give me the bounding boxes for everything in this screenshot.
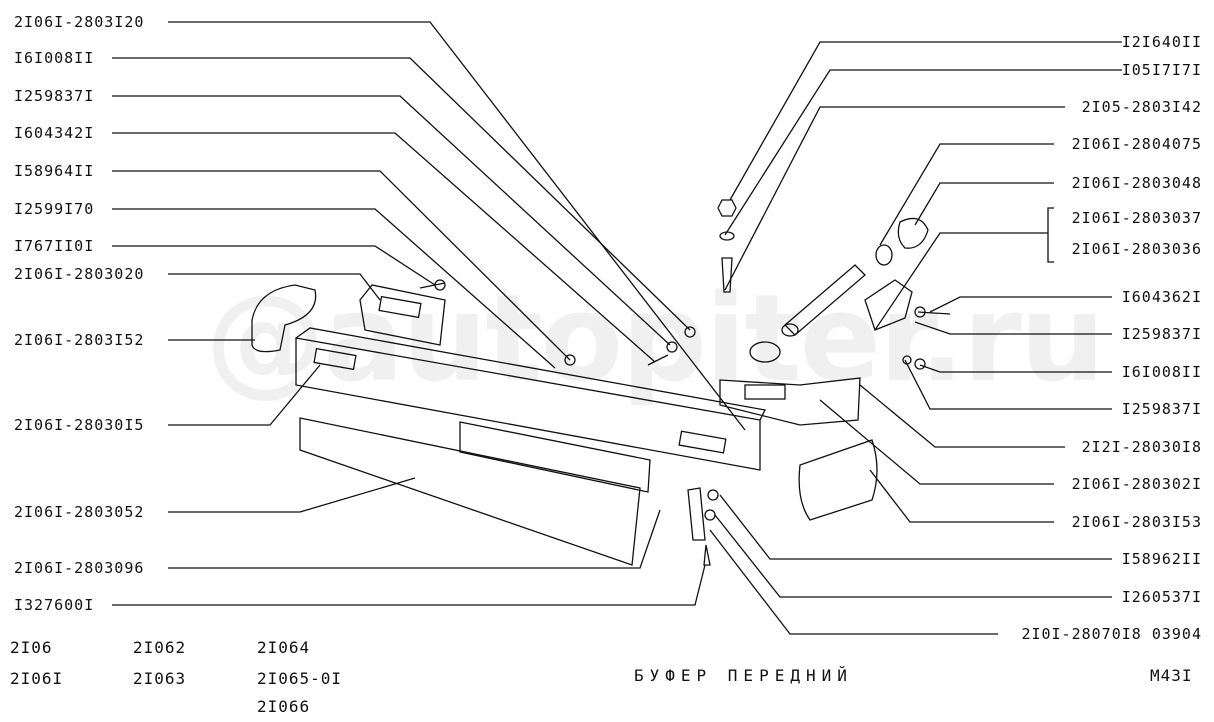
part-label: I05I7I7I [1121,61,1202,79]
model-label: 2I06 [10,638,53,657]
part-label: I58962II [1121,550,1202,568]
part-label: 2I2I-28030I8 [1081,438,1202,456]
model-label: 2I065-0I [257,669,343,688]
part-label: I2I640II [1121,33,1202,51]
bumper-strip [299,417,651,566]
part-label: 2I05-2803I42 [1081,98,1202,116]
bumper-beam [295,327,766,471]
diagram-title: БУФЕР ПЕРЕДНИЙ [634,666,853,685]
leader-lines-left [112,21,746,606]
bolt-and-nuts [419,199,951,566]
part-label: 2I06I-2804075 [1071,135,1202,153]
left-end-cap [251,284,317,353]
leader-lines-right [709,41,1122,635]
part-label: 2I06I-2803037 [1071,209,1202,227]
part-label: I259837I [1121,325,1202,343]
part-label: 2I06I-2803I52 [14,331,145,349]
model-label: 2I066 [257,697,311,716]
part-label: I604342I [14,124,95,142]
part-label: 2I06I-2803036 [1071,240,1202,258]
left-bracket [359,284,446,346]
part-label: 2I0I-28070I8 03904 [1021,625,1202,643]
part-label: I6I008II [1121,363,1202,381]
sheet-code: M43I [1150,666,1193,685]
part-label: 2I06I-2803052 [14,503,145,521]
part-label: I259837I [1121,400,1202,418]
support-rod [781,264,866,337]
part-label: I260537I [1121,588,1202,606]
part-label: I327600I [14,596,95,614]
model-label: 2I064 [257,638,311,657]
right-end-cap [798,439,878,521]
part-label: 2I06I-28030I5 [14,416,145,434]
model-label: 2I062 [133,638,187,657]
watermark: @autopiter.ru [205,270,1105,409]
part-label: 2I06I-2803096 [14,559,145,577]
part-label: I6I008II [14,49,95,67]
model-label: 2I063 [133,669,187,688]
model-label: 2I06I [10,669,64,688]
part-label: 2I06I-2803I53 [1071,513,1202,531]
part-label: 2I06I-2803I20 [14,13,145,31]
right-bracket [719,377,861,426]
part-label: 2I06I-2803020 [14,265,145,283]
part-label: I259837I [14,87,95,105]
part-label: I58964II [14,162,95,180]
part-label: I767II0I [14,237,95,255]
part-label: I604362I [1121,288,1202,306]
part-label: 2I06I-280302I [1071,475,1202,493]
part-label: I2599I70 [14,200,95,218]
part-label: 2I06I-2803048 [1071,174,1202,192]
